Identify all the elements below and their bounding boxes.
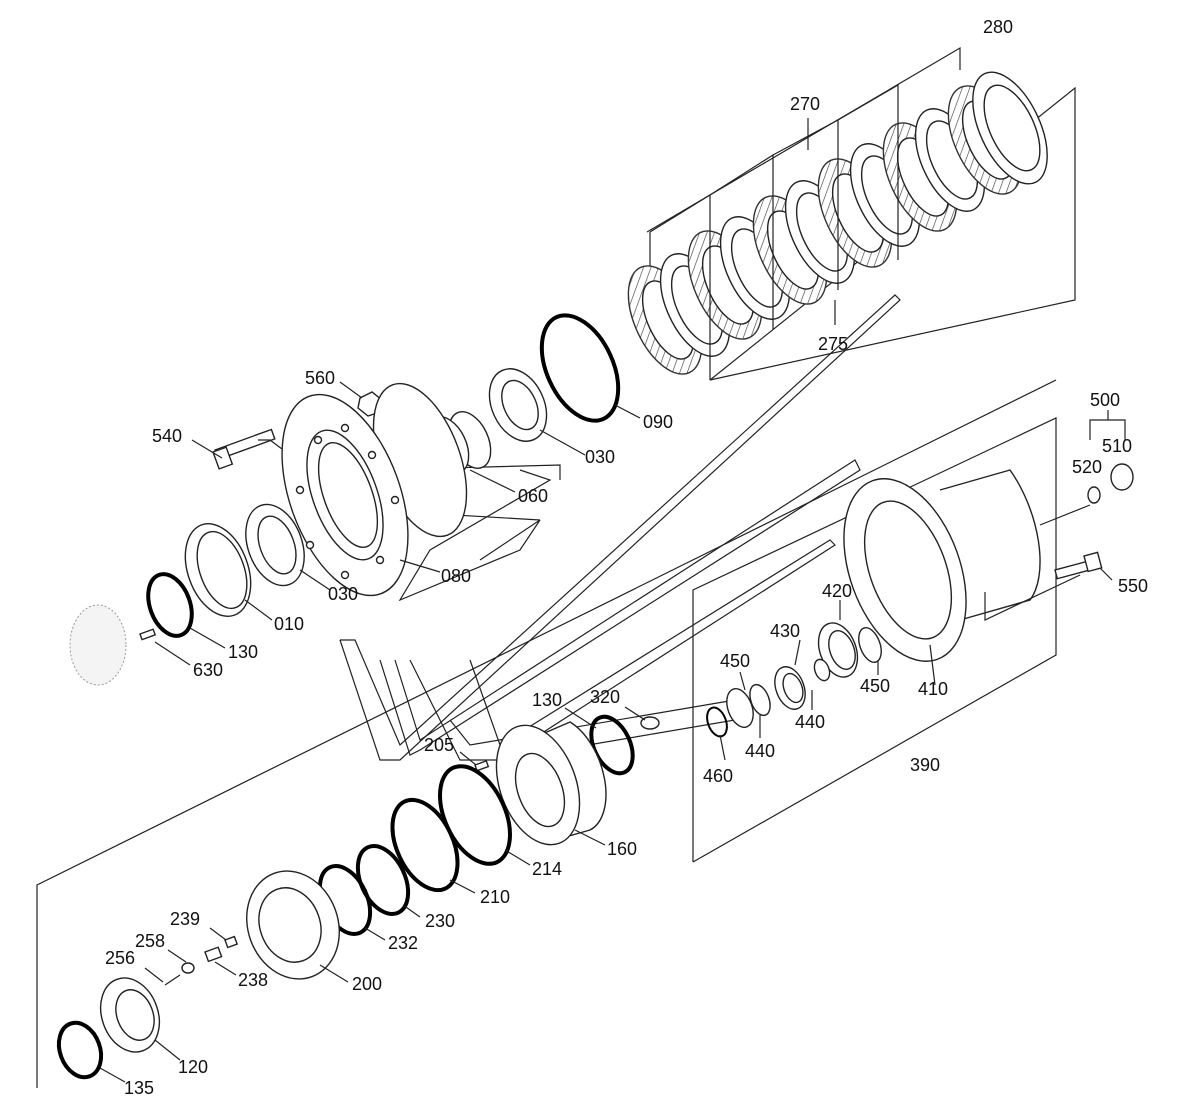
label-280: 280: [983, 17, 1013, 37]
label-060: 060: [518, 486, 548, 506]
label-550: 550: [1118, 576, 1148, 596]
label-540: 540: [152, 426, 182, 446]
seal-010: [184, 523, 273, 621]
o-ring-090: [539, 313, 621, 423]
bolt-540: [191, 428, 291, 470]
label-232: 232: [388, 933, 418, 953]
label-135: 135: [124, 1078, 154, 1098]
washer-320: [624, 706, 660, 730]
label-440-left: 440: [745, 741, 775, 761]
label-430: 430: [770, 621, 800, 641]
ring-210: [390, 797, 460, 893]
o-ring-130-left: [146, 572, 194, 638]
bearing-030-lower: [245, 503, 331, 591]
label-130-center: 130: [532, 690, 562, 710]
label-560: 560: [305, 368, 335, 388]
label-510: 510: [1102, 436, 1132, 456]
label-630: 630: [193, 660, 223, 680]
drum-410: [843, 469, 1091, 686]
ring-135: [56, 1020, 104, 1080]
label-440-right: 440: [795, 712, 825, 732]
detent-parts: [144, 927, 239, 986]
label-130-left: 130: [228, 642, 258, 662]
label-120: 120: [178, 1057, 208, 1077]
label-410: 410: [918, 679, 948, 699]
hub-stub-630: [69, 604, 191, 686]
label-090: 090: [643, 412, 673, 432]
nut-120: [99, 977, 181, 1061]
label-080: 080: [441, 566, 471, 586]
label-210: 210: [480, 887, 510, 907]
label-450-right: 450: [860, 676, 890, 696]
cage-200: [246, 870, 349, 983]
label-214: 214: [532, 859, 562, 879]
pin-205: [459, 751, 490, 772]
label-010: 010: [274, 614, 304, 634]
label-205: 205: [424, 735, 454, 755]
piston-160: [495, 721, 607, 846]
bearing-030-upper: [488, 368, 586, 456]
label-239: 239: [170, 909, 200, 929]
label-520: 520: [1072, 457, 1102, 477]
label-275: 275: [818, 334, 848, 354]
label-258: 258: [135, 931, 165, 951]
label-500: 500: [1090, 390, 1120, 410]
label-256: 256: [105, 948, 135, 968]
label-230: 230: [425, 911, 455, 931]
label-420: 420: [822, 581, 852, 601]
plug-group-500: [1087, 410, 1134, 504]
label-238: 238: [238, 970, 268, 990]
label-030-upper: 030: [585, 447, 615, 467]
label-390: 390: [910, 755, 940, 775]
label-030-lower: 030: [328, 584, 358, 604]
rings-440-450-460: [706, 660, 879, 761]
label-160: 160: [607, 839, 637, 859]
label-320: 320: [590, 687, 620, 707]
label-270: 270: [790, 94, 820, 114]
part-labels: 280 270 275 560 540 090 030 060 080 030 …: [105, 17, 1148, 1098]
label-200: 200: [352, 974, 382, 994]
clutch-disc-stack: [627, 71, 1048, 380]
label-450-left: 450: [720, 651, 750, 671]
label-460: 460: [703, 766, 733, 786]
hub-housing: [281, 382, 468, 597]
gears-420-430: [774, 600, 882, 710]
bolt-550: [1054, 551, 1113, 581]
